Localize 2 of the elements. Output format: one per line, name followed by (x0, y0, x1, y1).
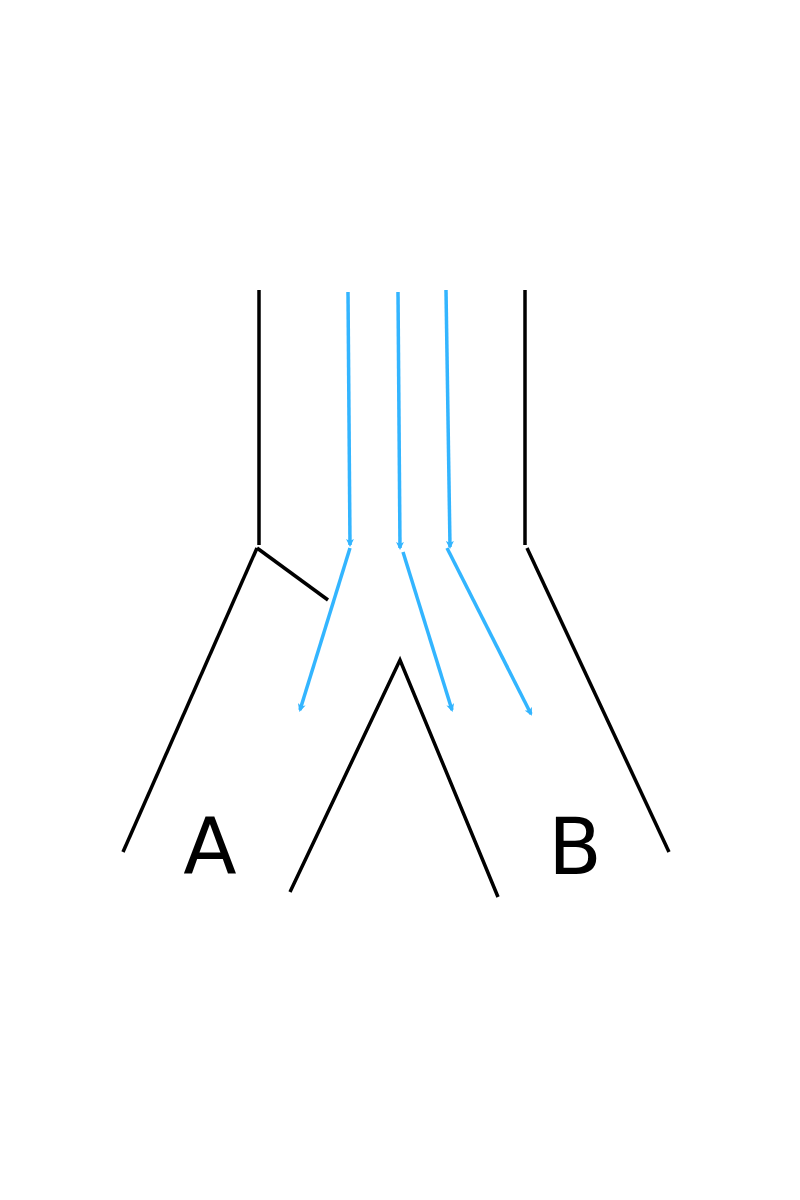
region-label: A (183, 808, 237, 886)
region-label: B (548, 808, 602, 886)
